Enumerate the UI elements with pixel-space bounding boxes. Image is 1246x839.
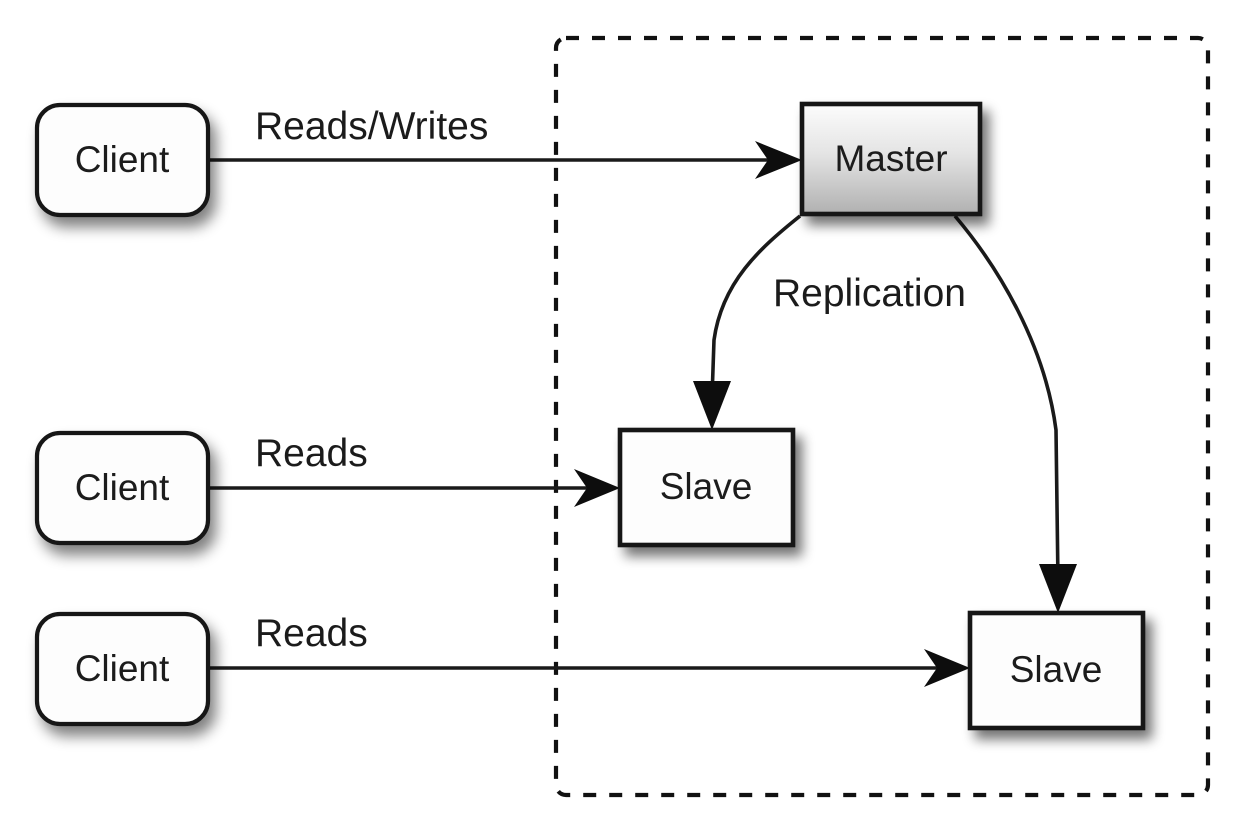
client-2-box[interactable] bbox=[34, 430, 211, 546]
client-3-box[interactable] bbox=[34, 611, 211, 727]
slave-2-label: Slave bbox=[1010, 649, 1103, 690]
node-client-3[interactable]: Client bbox=[34, 611, 211, 727]
edge-label-replication: Replication bbox=[773, 272, 966, 315]
slave-1-label: Slave bbox=[660, 466, 753, 507]
node-client-2[interactable]: Client bbox=[34, 430, 211, 546]
edge-master-to-slave1-replication bbox=[693, 214, 802, 430]
arrowhead-replication-slave1 bbox=[693, 381, 731, 430]
client-3-label: Client bbox=[75, 648, 170, 689]
master-box[interactable] bbox=[799, 101, 983, 217]
arrowhead-into-master bbox=[755, 141, 802, 179]
edge-client1-to-master bbox=[208, 141, 802, 179]
edge-label-reads-slave1: Reads bbox=[255, 432, 368, 475]
slave-2-box[interactable] bbox=[967, 610, 1146, 731]
master-label: Master bbox=[834, 138, 947, 179]
edge-label-reads-writes: Reads/Writes bbox=[255, 105, 488, 148]
curve-master-slave2 bbox=[953, 214, 1060, 583]
arrowhead-into-slave1 bbox=[574, 469, 620, 507]
edge-client2-to-slave1 bbox=[208, 469, 620, 507]
edge-master-to-slave2-replication bbox=[953, 214, 1077, 613]
node-slave-1[interactable]: Slave bbox=[617, 427, 796, 548]
arrowhead-into-slave2 bbox=[924, 649, 970, 687]
client-2-label: Client bbox=[75, 467, 170, 508]
edge-label-reads-slave2: Reads bbox=[255, 612, 368, 655]
database-cluster-boundary bbox=[553, 35, 1211, 798]
client-1-label: Client bbox=[75, 139, 170, 180]
curve-master-slave1 bbox=[710, 214, 802, 399]
edge-client3-to-slave2 bbox=[208, 649, 970, 687]
node-client-1[interactable]: Client bbox=[34, 102, 211, 218]
node-master[interactable]: Master bbox=[799, 101, 983, 217]
node-slave-2[interactable]: Slave bbox=[967, 610, 1146, 731]
client-1-box[interactable] bbox=[34, 102, 211, 218]
slave-1-box[interactable] bbox=[617, 427, 796, 548]
arrowhead-replication-slave2 bbox=[1039, 564, 1077, 613]
